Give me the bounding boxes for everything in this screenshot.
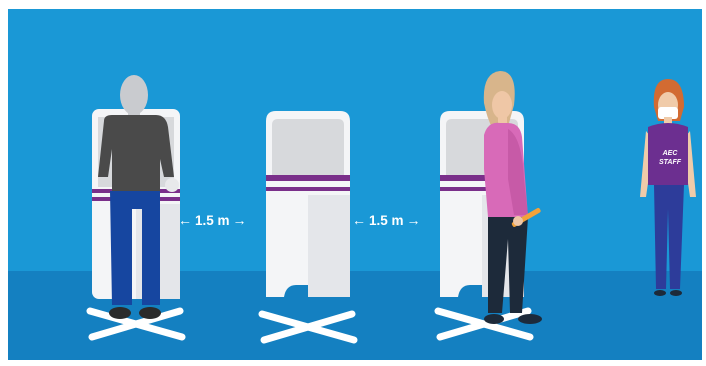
scene-svg [8, 9, 702, 360]
arrow-left-icon: ← [352, 212, 366, 228]
staff-vest-line-1: AEC [650, 149, 690, 158]
distance-text-right: 1.5 m [369, 213, 404, 228]
distance-text-left: 1.5 m [195, 213, 230, 228]
distance-label-left: ← 1.5 m → [178, 211, 247, 229]
staff-vest-line-2: STAFF [650, 158, 690, 167]
arrow-right-icon: → [233, 212, 247, 228]
arrow-right-icon: → [407, 212, 421, 228]
voting-booth-2 [266, 111, 350, 297]
distance-label-right: ← 1.5 m → [352, 211, 421, 229]
arrow-left-icon: ← [178, 212, 192, 228]
voting-room-illustration: ← 1.5 m → ← 1.5 m → AEC STAFF [8, 9, 702, 360]
staff-vest-label: AEC STAFF [650, 149, 690, 167]
